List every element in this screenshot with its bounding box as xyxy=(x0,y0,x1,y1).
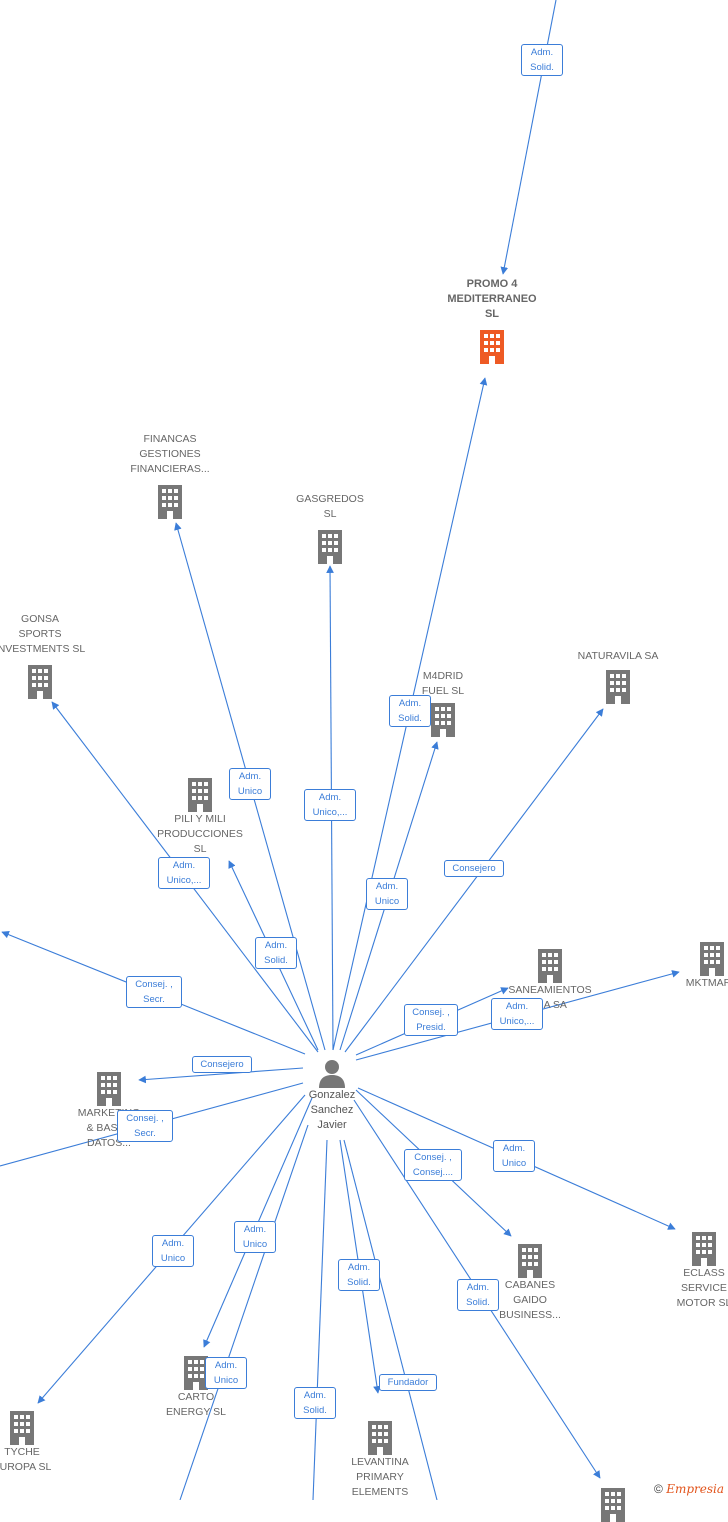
edge-marketing xyxy=(138,1067,304,1084)
footer-credit: © Empresia xyxy=(654,1482,724,1496)
edge-levantina-b xyxy=(343,1139,438,1500)
company-name: CARTO ENERGY SL xyxy=(166,1391,226,1418)
building-icon xyxy=(597,1486,629,1522)
edge-carto-bottom xyxy=(179,1124,309,1500)
building-icon xyxy=(184,776,216,812)
relation-label[interactable]: Adm. Solid. xyxy=(338,1259,380,1291)
company-name: ECLASS SERVICE MOTOR SL xyxy=(676,1267,728,1309)
company-name: NATURAVILA SA xyxy=(577,650,659,662)
relation-label[interactable]: Adm. Unico xyxy=(152,1235,194,1267)
relation-label[interactable]: Adm. Solid. xyxy=(521,44,563,76)
building-icon xyxy=(514,1242,546,1278)
edge-bottom xyxy=(312,1139,328,1500)
building-icon xyxy=(24,663,56,699)
relation-label[interactable]: Adm. Solid. xyxy=(457,1279,499,1311)
company-gasgredos[interactable]: GASGREDOS SL xyxy=(284,492,376,564)
company-name: GASGREDOS SL xyxy=(296,493,364,520)
edge-naturavila xyxy=(344,708,604,1053)
relation-label[interactable]: Consejero xyxy=(444,860,504,877)
company-saneamientos[interactable]: SANEAMIENTOS RIA SA xyxy=(498,947,602,1013)
building-icon xyxy=(476,328,508,364)
company-mktmare[interactable]: MKTMARE xyxy=(672,940,728,991)
company-name: GONSA SPORTS INVESTMENTS SL xyxy=(0,613,86,655)
company-name: M4DRID FUEL SL xyxy=(421,670,465,697)
edge-top-to-promo xyxy=(500,0,557,275)
company-cabanes-gaido[interactable]: CABANES GAIDO BUSINESS... xyxy=(484,1242,576,1323)
building-icon xyxy=(364,1419,396,1455)
relation-label[interactable]: Adm. Solid. xyxy=(255,937,297,969)
company-name: PILI Y MILI PRODUCCIONES SL xyxy=(157,813,243,855)
person-node[interactable]: Gonzalez Sanchez Javier xyxy=(302,1058,362,1133)
company-eclass[interactable]: ECLASS SERVICE MOTOR SL xyxy=(662,1230,728,1311)
company-financas[interactable]: FINANCAS GESTIONES FINANCIERAS... xyxy=(120,432,220,519)
relation-label[interactable]: Adm. Unico,... xyxy=(158,857,210,889)
building-icon xyxy=(534,947,566,983)
relation-label[interactable]: Fundador xyxy=(379,1374,437,1391)
relation-label[interactable]: Adm. Unico,... xyxy=(304,789,356,821)
building-icon xyxy=(427,701,459,737)
company-levantina[interactable]: LEVANTINA PRIMARY ELEMENTS xyxy=(336,1419,424,1500)
building-icon xyxy=(6,1409,38,1445)
person-icon xyxy=(319,1060,345,1088)
building-icon xyxy=(602,668,634,704)
relation-label[interactable]: Adm. Unico xyxy=(493,1140,535,1172)
company-name: SANEAMIENTOS RIA SA xyxy=(508,984,592,1011)
company-gonsa[interactable]: GONSA SPORTS INVESTMENTS SL xyxy=(0,612,90,699)
relation-label[interactable]: Adm. Unico xyxy=(234,1221,276,1253)
company-bottom-right[interactable] xyxy=(596,1486,630,1522)
relation-label[interactable]: Adm. Unico xyxy=(366,878,408,910)
building-icon xyxy=(314,528,346,564)
relation-label[interactable]: Consej. , Secr. xyxy=(126,976,182,1008)
relation-label[interactable]: Adm. Unico xyxy=(229,768,271,800)
copyright-symbol: © xyxy=(654,1482,663,1496)
building-icon xyxy=(154,483,186,519)
relation-label[interactable]: Adm. Solid. xyxy=(294,1387,336,1419)
relation-label[interactable]: Adm. Solid. xyxy=(389,695,431,727)
relation-label[interactable]: Consej. , Secr. xyxy=(117,1110,173,1142)
relation-label[interactable]: Adm. Unico,... xyxy=(491,998,543,1030)
company-m4drid[interactable]: M4DRID FUEL SL xyxy=(404,669,482,737)
brand-logo[interactable]: Empresia xyxy=(666,1482,724,1496)
company-name: MKTMARE xyxy=(685,977,728,989)
building-icon xyxy=(696,940,728,976)
company-name: PROMO 4 MEDITERRANEO SL xyxy=(447,278,537,320)
building-icon xyxy=(688,1230,720,1266)
person-name: Gonzalez Sanchez Javier xyxy=(308,1089,356,1131)
building-icon xyxy=(93,1070,125,1106)
company-naturavila[interactable]: NATURAVILA SA xyxy=(562,649,674,704)
relation-label[interactable]: Consej. , Consej.... xyxy=(404,1149,462,1181)
company-promo-4-mediterraneo[interactable]: PROMO 4 MEDITERRANEO SL xyxy=(436,277,548,364)
company-pili-y-mili[interactable]: PILI Y MILI PRODUCCIONES SL xyxy=(150,776,250,857)
company-name: FINANCAS GESTIONES FINANCIERAS... xyxy=(130,433,210,475)
company-name: LEVANTINA PRIMARY ELEMENTS xyxy=(351,1456,409,1498)
company-name: CABANES GAIDO BUSINESS... xyxy=(499,1279,561,1321)
relation-label[interactable]: Consejero xyxy=(192,1056,252,1073)
company-carto-energy[interactable]: CARTO ENERGY SL xyxy=(152,1354,240,1420)
relation-label[interactable]: Consej. , Presid. xyxy=(404,1004,458,1036)
relation-label[interactable]: Adm. Unico xyxy=(205,1357,247,1389)
